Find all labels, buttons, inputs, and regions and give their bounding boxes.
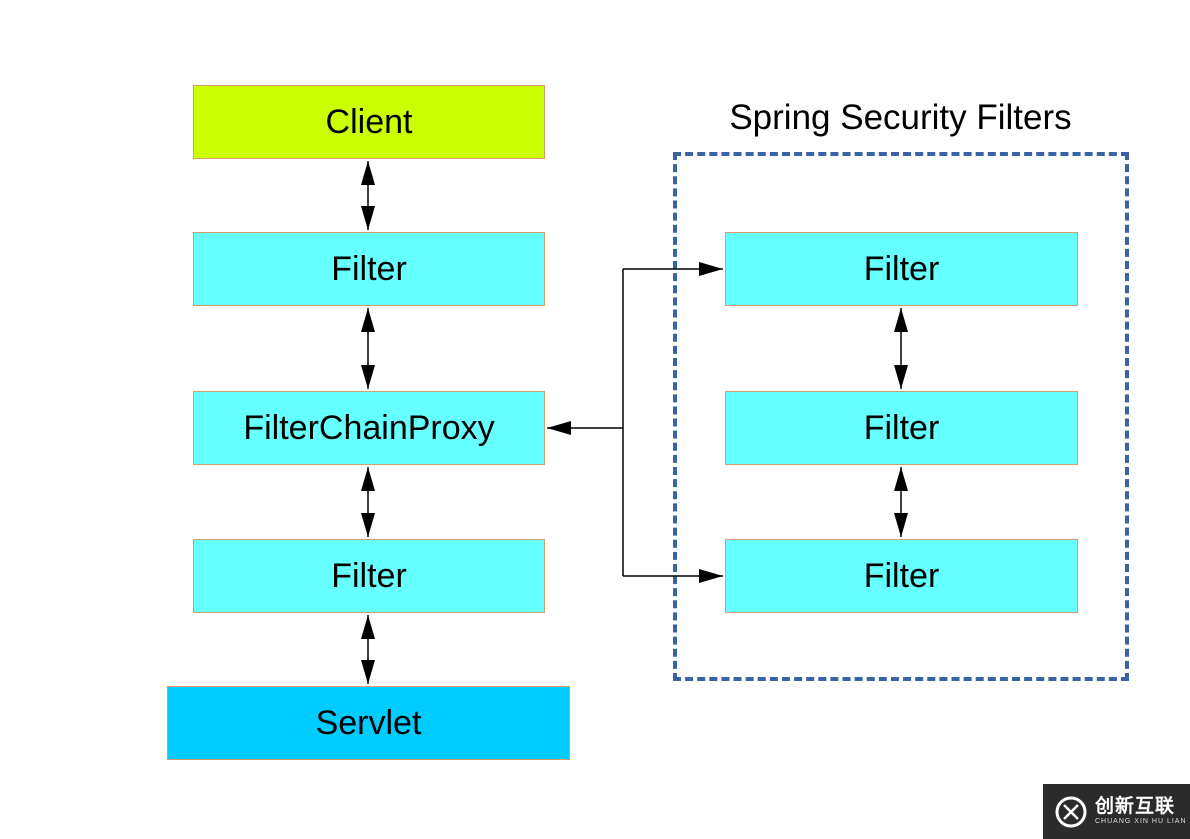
filter-box-2: Filter (193, 539, 545, 613)
security-filter-box-3: Filter (725, 539, 1078, 613)
security-filter-box-2: Filter (725, 391, 1078, 465)
security-group-border (673, 152, 1129, 681)
brand-logo-icon (1055, 796, 1087, 827)
filter-chain-proxy-box: FilterChainProxy (193, 391, 545, 465)
watermark-subtitle: CHUANG XIN HU LIAN (1095, 818, 1187, 825)
security-filter-label-1: Filter (863, 249, 940, 288)
client-label: Client (325, 102, 413, 141)
security-filter-label-3: Filter (863, 556, 940, 595)
servlet-box: Servlet (167, 686, 570, 760)
filter-chain-proxy-label: FilterChainProxy (243, 408, 495, 447)
security-group-title: Spring Security Filters (729, 98, 1072, 137)
security-filter-box-1: Filter (725, 232, 1078, 306)
filter-box-1: Filter (193, 232, 545, 306)
servlet-label: Servlet (315, 703, 422, 742)
watermark: 创新互联 CHUANG XIN HU LIAN (1043, 784, 1190, 839)
filter-label-2: Filter (331, 556, 407, 595)
client-box: Client (193, 85, 545, 159)
security-filter-label-2: Filter (863, 408, 940, 447)
filter-label-1: Filter (331, 249, 407, 288)
watermark-brand: 创新互联 (1095, 796, 1176, 817)
